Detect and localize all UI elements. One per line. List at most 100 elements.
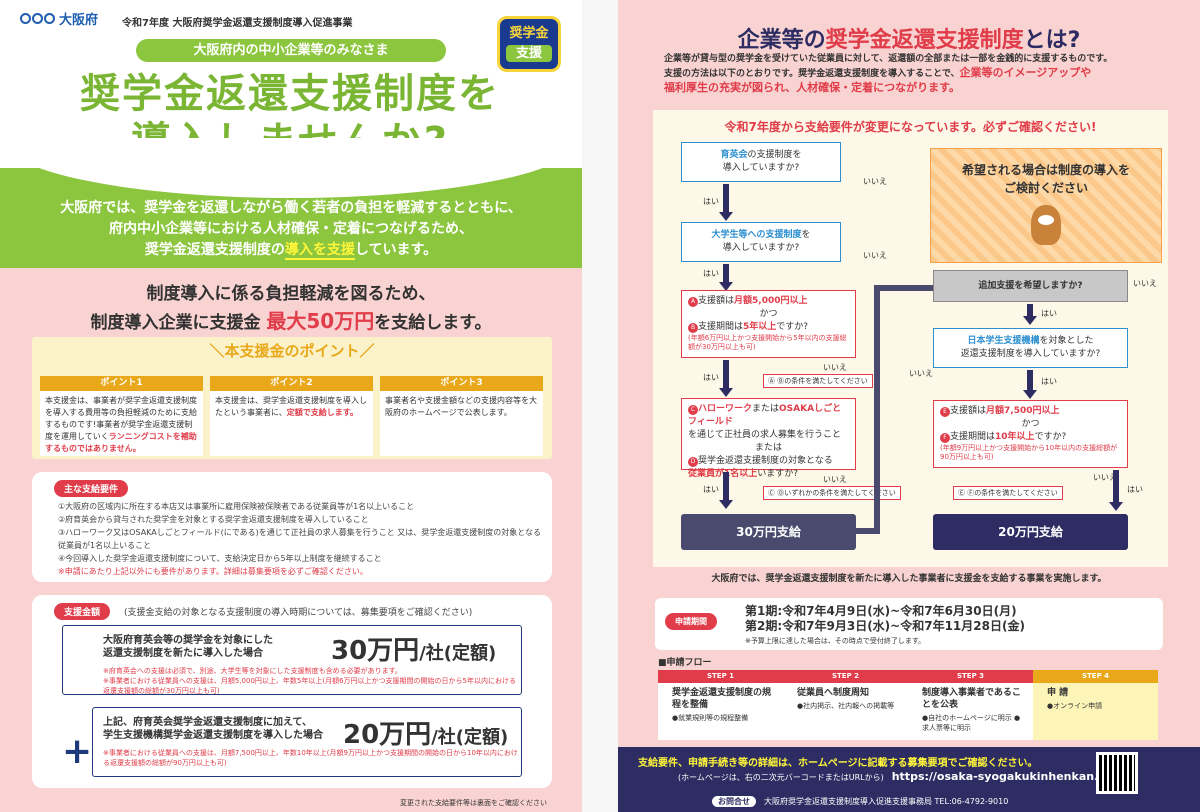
step-sub: ●オンライン申請 (1047, 702, 1103, 710)
back-page-note: 変更された支給要件等は裏面をご確認ください (400, 799, 547, 807)
intro-3a: 奨学金返還支援制度の (144, 242, 285, 258)
amount-30: 大阪府育英会等の奨学金を対象にした 返還支援制度を新たに導入した場合 30万円/… (62, 625, 522, 695)
q-jasso: 日本学生支援機構を対象とした返還支援制度を導入していますか? (933, 328, 1128, 368)
support-max: 最大50万円 (266, 309, 375, 333)
step-sub: ●就業規則等の規程整備 (672, 714, 749, 722)
step-label: STEP 2 (783, 670, 908, 683)
point-text: 本支援金は、奨学金返還支援制度を導入したという事業者に、定額で支給します。 (210, 391, 373, 423)
condC-1c: OSAKAしごとフィールド (688, 404, 842, 427)
amount-30-label-2: 返還支援制度を新たに導入した場合 (103, 648, 263, 659)
q1-b: の支援制度を (747, 150, 802, 160)
point-body: 本支援金は、奨学金返還支援制度を導入したという事業者に、 (215, 396, 367, 417)
requirement-item: ④今回導入した奨学金返還支援制度について、支給決定日から5年以上制度を継続するこ… (58, 554, 382, 563)
connector-line (874, 285, 944, 291)
condC-1: ハローワーク (698, 404, 753, 414)
step-3: STEP 3 制度導入事業者であることを公表 ●自社のホームページに明示 ●求人… (908, 670, 1033, 740)
intro-3c: しています。 (354, 242, 438, 258)
label-yes: はい (703, 485, 719, 494)
period-1: 第1期:令和7年4月9日(水)~令和7年6月30日(月) (745, 604, 1017, 618)
condA-2: かつ (759, 309, 778, 319)
contact-info: 大阪府奨学金返還支援制度導入促進支援事務局 TEL:06-4792-9010 (764, 797, 1009, 806)
support-2c: を支給します。 (374, 313, 492, 333)
q2-b: を (801, 230, 811, 240)
condE-3r: 10年以上 (995, 432, 1035, 442)
intro-3: 福利厚生の充実が図られ、人材確保・定着につながります。 (664, 81, 961, 94)
amount-heading: 支援金額 (54, 603, 111, 620)
eligibility-flowchart: 令和7年度から支給要件が変更になっています。必ずご確認ください! 育英会の支援制… (653, 110, 1168, 567)
period-note: ※予算上限に達した場合は、その時点で受付終了します。 (745, 637, 926, 645)
point-body: 事業者名や支援金額などの支援内容等を大阪府のホームページで公表します。 (385, 396, 537, 417)
step-sub: ●社内掲示、社内報への掲載等 (797, 702, 895, 710)
points-heading: ＼本支援金のポイント／ (209, 342, 375, 360)
arrow-down-icon (719, 184, 733, 221)
support-line-1: 制度導入に係る負担軽減を図るため、 (146, 284, 436, 304)
intro-line-3: 奨学金返還支援制度の導入を支援しています。 (20, 240, 562, 261)
result-20man: 20万円支給 (933, 514, 1128, 550)
condC-5r: 従業員が1名以上 (688, 469, 757, 479)
step-label: STEP 3 (908, 670, 1033, 683)
step-4: STEP 4 申 請 ●オンライン申請 (1033, 670, 1158, 740)
wish-1: 希望される場合は制度の導入を (961, 163, 1130, 177)
label-yes: はい (703, 269, 719, 278)
condE-3b: ですか? (1034, 432, 1067, 442)
requirement-item: ①大阪府の区域内に所在する本店又は事業所に雇用保険被保険者である従業員等が1名以… (58, 502, 415, 511)
period-lines: 第1期:令和7年4月9日(水)~令和7年6月30日(月) 第2期:令和7年9月3… (745, 604, 1025, 649)
connector-line (874, 285, 880, 534)
wish-2: ご検討ください (1003, 181, 1088, 195)
period-label: 申請期間 (665, 613, 717, 630)
label-no: いいえ (863, 251, 887, 260)
condC-2: を通じて正社員の求人募集を行うこと (688, 430, 842, 440)
title-c: とは? (1023, 28, 1081, 53)
label-no: いいえ (1093, 473, 1117, 482)
title-b: 奨学金返還支援制度 (825, 28, 1024, 53)
label-yes: はい (703, 197, 719, 206)
back-intro: 企業等が貸与型の奨学金を受けていた従業員に対して、返還額の全部または一部を金銭的… (664, 53, 1174, 94)
point-2: ポイント2 本支援金は、奨学金返還支援制度を導入したという事業者に、定額で支給し… (210, 376, 373, 456)
condA-3b: ですか? (776, 322, 809, 332)
condC-5b: いますか? (757, 469, 799, 479)
amount-20: 上記、府育英会奨学金返還支援制度に加えて、 学生支援機構奨学金返還支援制度を導入… (92, 707, 522, 777)
label-no: いいえ (823, 363, 847, 372)
intro-3b: 導入を支援 (284, 242, 355, 260)
condE-1: 支援額は (950, 406, 987, 416)
amount-note: (支援金支給の対象となる支援制度の導入時期については、募集要項をご確認ください) (124, 608, 473, 618)
condE-3: 支援期間は (950, 432, 996, 442)
back-title: 企業等の奨学金返還支援制度とは? (618, 22, 1200, 54)
label-yes: はい (1041, 377, 1057, 386)
front-page: 大阪府 令和7年度 大阪府奨学金返還支援制度導入促進事業 大阪府内の中小企業等の… (0, 0, 582, 812)
contact-label: お問合せ (712, 796, 756, 807)
q4-a: 日本学生支援機構 (967, 336, 1040, 346)
support-2a: 制度導入企業に支援金 (90, 313, 261, 333)
program-note: 大阪府では、奨学金返還支援制度を新たに導入した事業者に支援金を支給する事業を実施… (711, 574, 1107, 584)
amount-20-note: ※事業者における従業員への支援は、月額7,500円以上、年数10年以上(月額9万… (103, 749, 518, 767)
mascot-icon (1031, 205, 1061, 245)
contact: お問合せ大阪府奨学金返還支援制度導入促進支援事務局 TEL:06-4792-90… (712, 796, 1008, 807)
footer-url-hint: (ホームページは、右の二次元バーコードまたはURLから) (678, 773, 884, 782)
amount-30-value: 30万円/社(定額) (331, 630, 496, 667)
step-title: 奨学金返還支援制度の規程を整備 (672, 688, 772, 710)
q2-c: 導入していますか? (722, 243, 800, 253)
condC-1b: または (752, 404, 780, 414)
q1-c: 導入していますか? (722, 163, 800, 173)
condA-3: 支援期間は (698, 322, 744, 332)
website-link[interactable]: https://osaka-syogakukinhenkan.jp (891, 770, 1110, 783)
intro-2-red: 企業等のイメージアップや (959, 66, 1092, 79)
step-title: 従業員へ制度周知 (797, 688, 870, 698)
flow-heading: 令和7年度から支給要件が変更になっています。必ずご確認ください! (724, 120, 1097, 134)
step-2: STEP 2 従業員へ制度周知 ●社内掲示、社内報への掲載等 (783, 670, 908, 740)
condE-sm: (年額9万円以上かつ支援開始から10年以内の支援総額が90万円以上も可) (940, 444, 1118, 461)
label-no: いいえ (863, 177, 887, 186)
application-period: 申請期間 第1期:令和7年4月9日(水)~令和7年6月30日(月) 第2期:令和… (655, 598, 1163, 650)
points-heading-text: 本支援金のポイント (224, 342, 360, 360)
qr-code-icon[interactable] (1096, 752, 1138, 794)
intro-text: 大阪府では、奨学金を返還しながら働く若者の負担を軽減するとともに、 府内中小企業… (20, 198, 562, 261)
q4-b: を対象とした (1039, 336, 1094, 346)
amount-20-num: 20万円 (343, 720, 432, 750)
requirement-item: ②府育英会から貸与された奨学金を対象とする奨学金返還支援制度を導入していること (58, 515, 369, 524)
intro-1: 企業等が貸与型の奨学金を受けていた従業員に対して、返還額の全部または一部を金銭的… (664, 54, 1113, 64)
arrow-down-icon (719, 360, 733, 397)
amount-20-label-1: 上記、府育英会奨学金返還支援制度に加えて、 (103, 717, 312, 728)
arrow-down-icon (1023, 370, 1037, 399)
support-headline: 制度導入に係る負担軽減を図るため、 制度導入企業に支援金 最大50万円を支給しま… (20, 281, 562, 337)
